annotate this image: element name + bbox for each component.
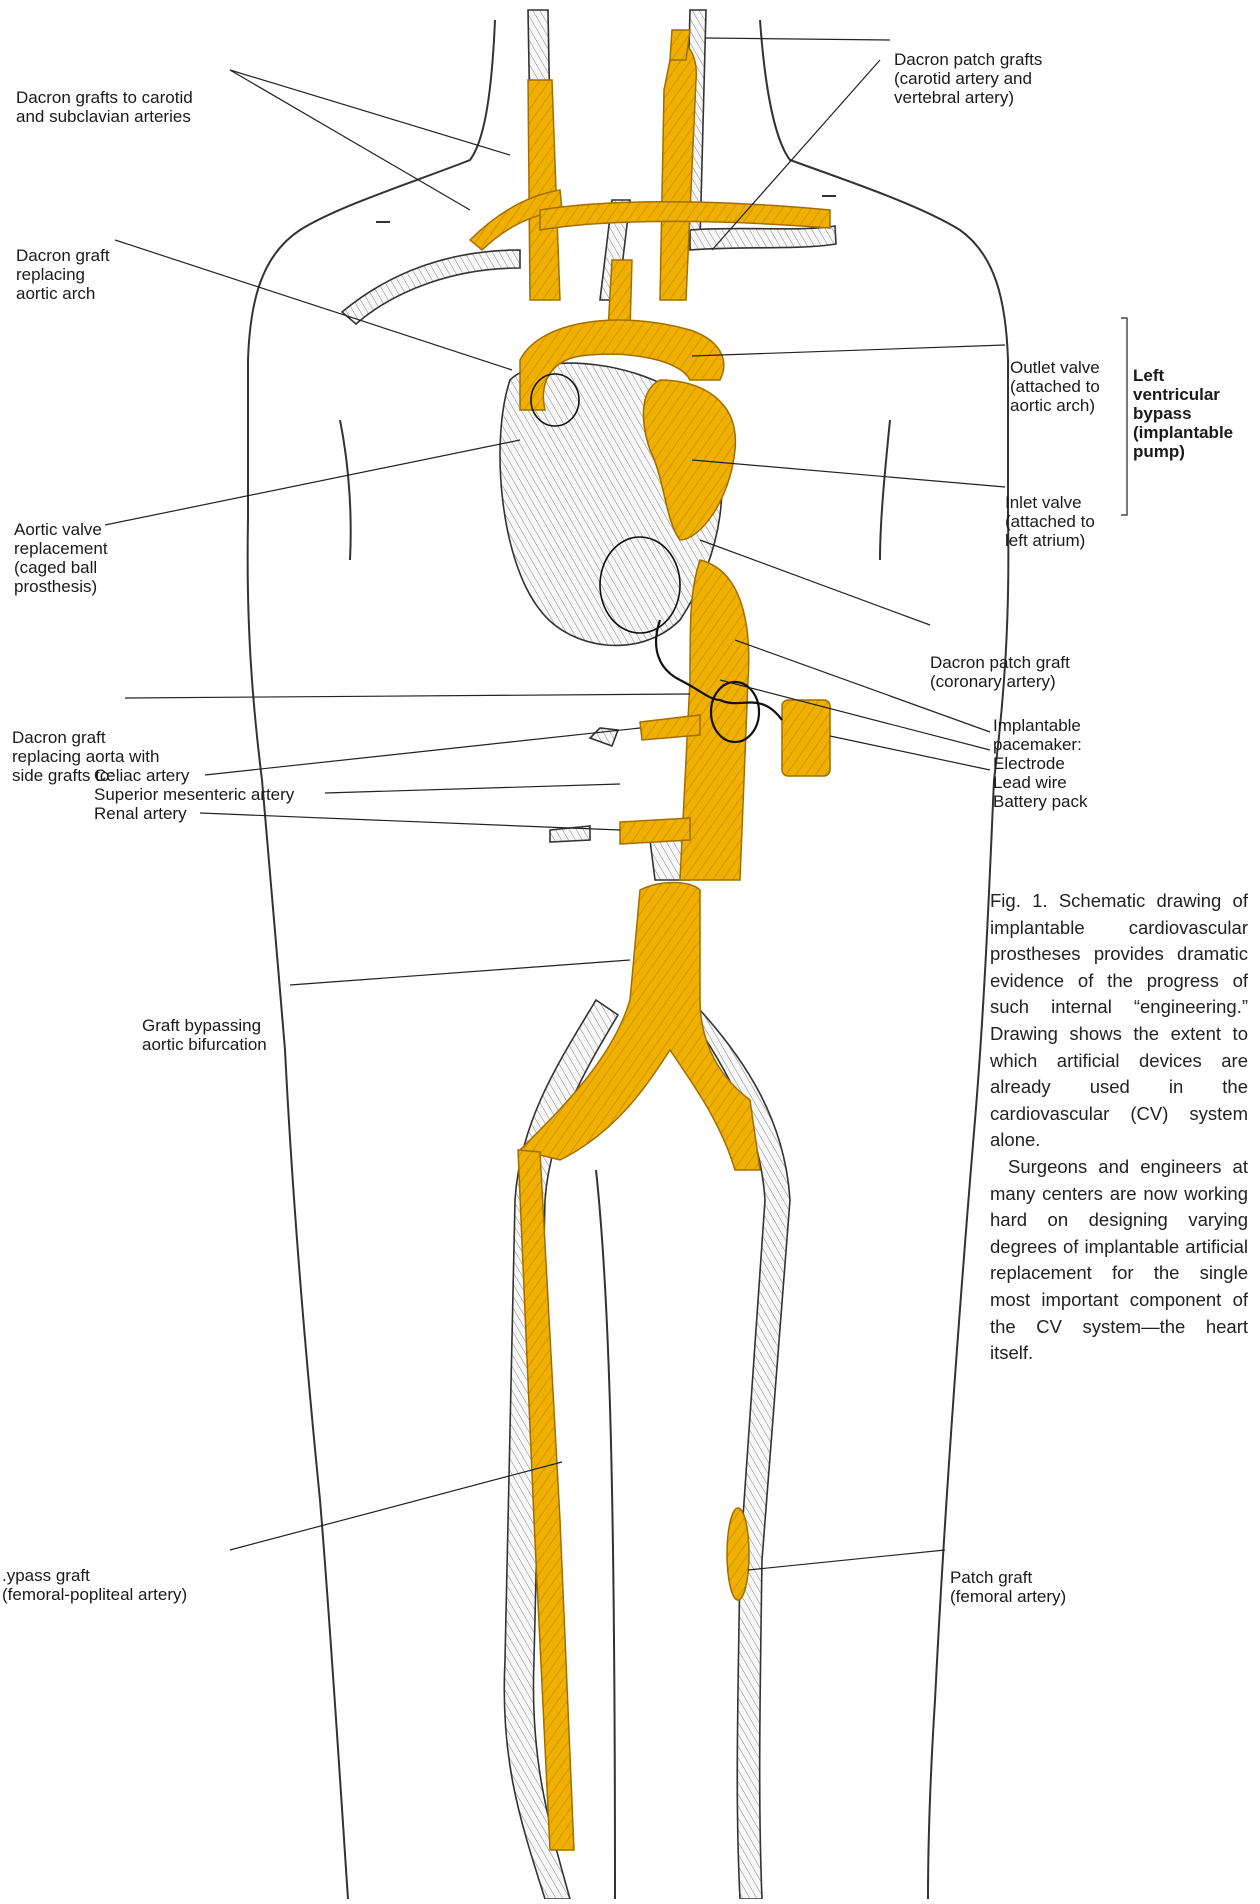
caption-paragraph-1: Fig. 1. Schematic drawing of implantable… xyxy=(990,888,1248,1154)
caption-paragraph-2: Surgeons and engineers at many centers a… xyxy=(990,1154,1248,1367)
label-patch-femoral: Patch graft(femoral artery) xyxy=(950,1530,1066,1625)
label-celiac: Celiac artery xyxy=(94,766,189,785)
native-vessels xyxy=(342,10,836,1899)
figure-caption: Fig. 1. Schematic drawing of implantable… xyxy=(990,888,1248,1367)
label-renal: Renal artery xyxy=(94,804,187,823)
label-sup-mesenteric: Superior mesenteric artery xyxy=(94,785,294,804)
label-bypass-femoral: .ypass graft(femoral-popliteal artery) xyxy=(2,1528,187,1623)
